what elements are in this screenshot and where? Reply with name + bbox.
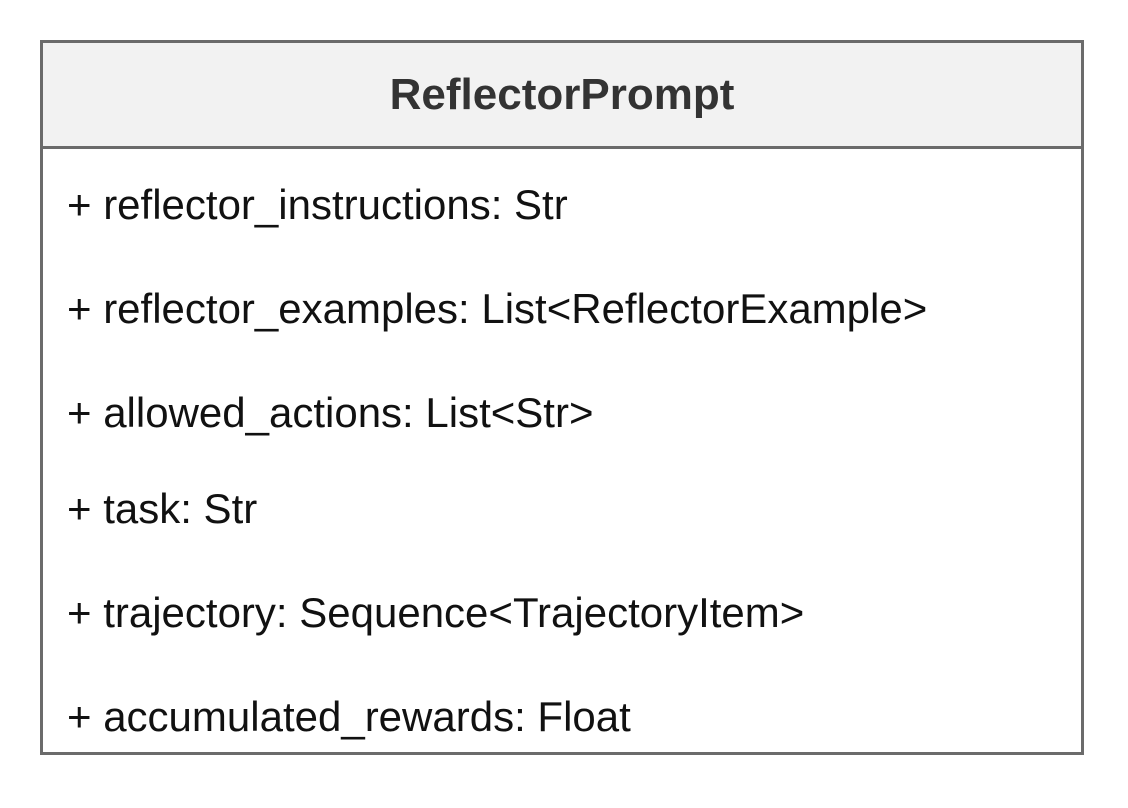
attribute-accumulated-rewards: + accumulated_rewards: Float [67, 693, 631, 740]
class-header: ReflectorPrompt [43, 43, 1081, 149]
class-name: ReflectorPrompt [389, 69, 735, 119]
uml-class-box: ReflectorPrompt + reflector_instructions… [40, 40, 1084, 755]
attribute-reflector-instructions: + reflector_instructions: Str [67, 181, 568, 228]
attribute-reflector-examples: + reflector_examples: List<ReflectorExam… [67, 285, 928, 332]
attribute-trajectory: + trajectory: Sequence<TrajectoryItem> [67, 589, 805, 636]
class-attributes: + reflector_instructions: Str + reflecto… [43, 149, 1081, 752]
attribute-task: + task: Str [67, 485, 258, 532]
attribute-allowed-actions: + allowed_actions: List<Str> [67, 389, 594, 436]
